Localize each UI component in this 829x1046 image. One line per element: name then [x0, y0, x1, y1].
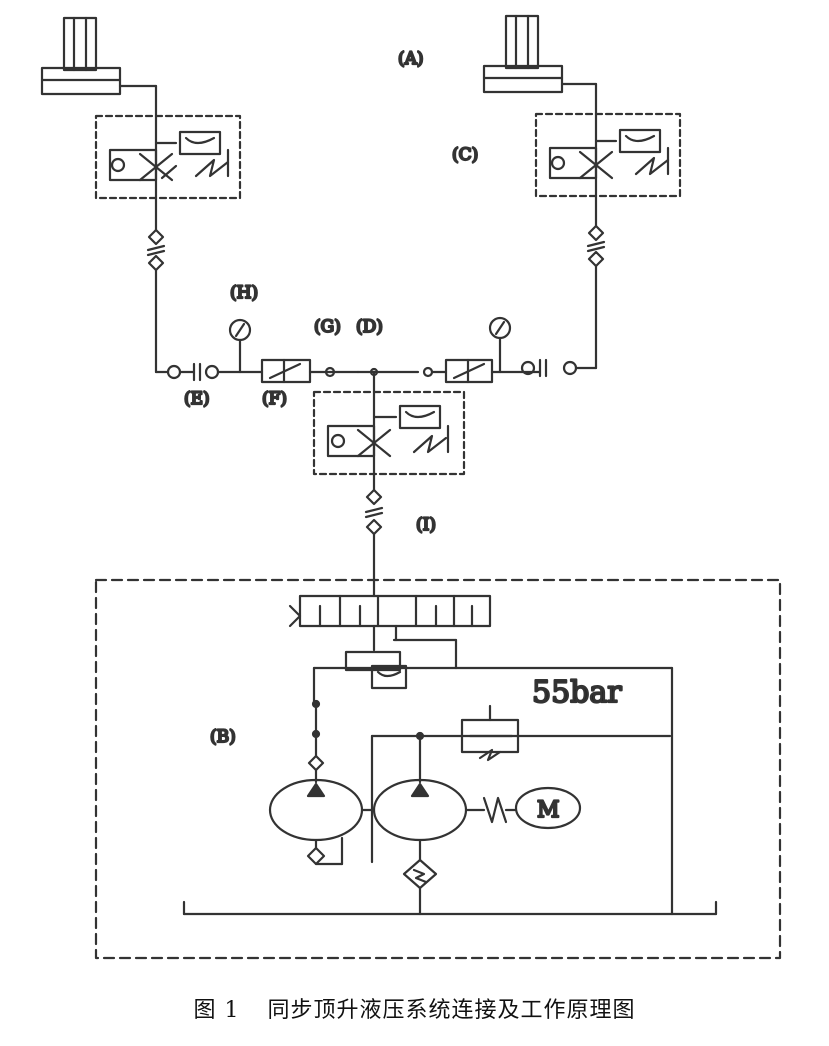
- label-hose-i: (I): [416, 515, 436, 535]
- figure-caption: 图 1 同步顶升液压系统连接及工作原理图: [0, 992, 829, 1024]
- label-gauge-h: (H): [230, 283, 258, 303]
- label-pump-station-b: (B): [210, 727, 236, 747]
- label-cylinder-a: (A): [398, 49, 424, 69]
- distribution-manifold: [154, 316, 598, 384]
- pump-station-boundary: [94, 578, 782, 960]
- pressure-setting-label: 55bar: [532, 675, 622, 710]
- pump-right: [360, 731, 518, 842]
- motor-label: M: [537, 798, 560, 823]
- oil-tank: [182, 900, 718, 916]
- right-control-valve: [534, 112, 682, 198]
- label-throttle-f: (F): [262, 389, 287, 409]
- pressure-relief-valve: [370, 704, 672, 864]
- right-quick-coupler: [586, 194, 606, 370]
- relief-valve-upper: [312, 638, 674, 916]
- left-quick-coupler: [146, 196, 166, 374]
- left-control-valve: [94, 114, 242, 200]
- figure-title: 同步顶升液压系统连接及工作原理图: [267, 998, 636, 1023]
- label-d: (D): [356, 317, 383, 337]
- label-coupling-e: (E): [184, 389, 210, 409]
- right-jack-cylinder: [482, 14, 598, 116]
- pump-left: [268, 699, 364, 866]
- label-valve-c: (C): [452, 145, 478, 165]
- central-quick-coupler: [364, 472, 384, 598]
- directional-valve: [288, 594, 492, 652]
- central-control-valve: [312, 370, 466, 476]
- motor: [514, 786, 582, 830]
- left-jack-cylinder: [40, 16, 158, 118]
- label-g: (G): [314, 317, 341, 337]
- return-filter: [402, 838, 438, 916]
- figure-number: 图 1: [193, 998, 240, 1023]
